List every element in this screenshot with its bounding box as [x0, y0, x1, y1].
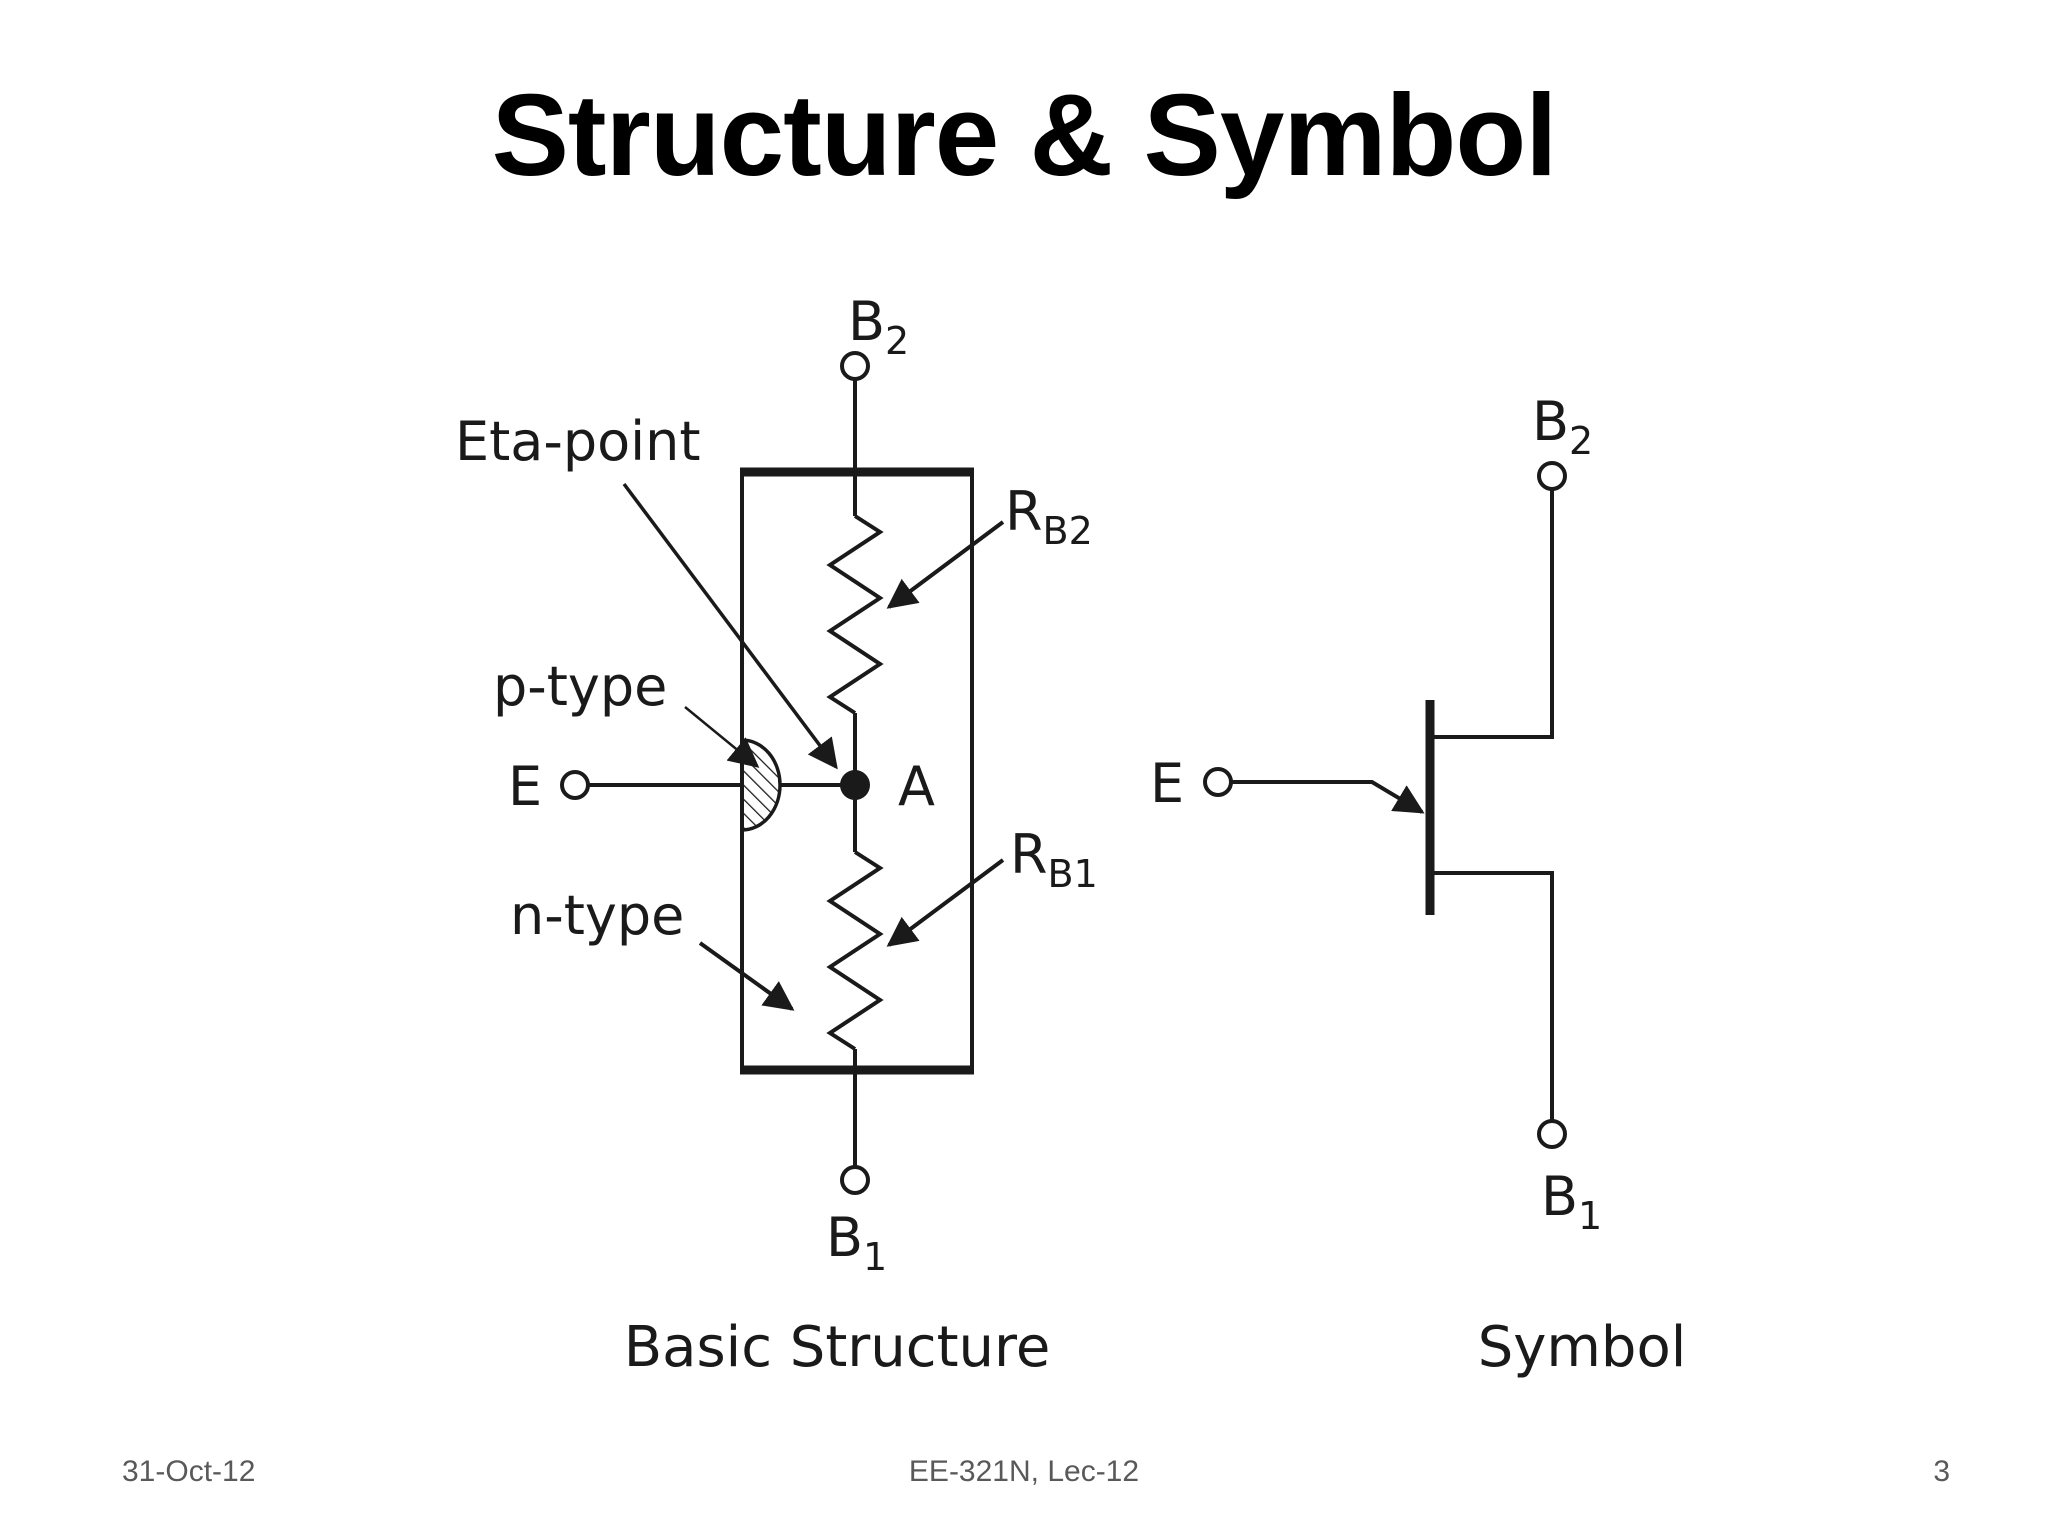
footer-course: EE-321N, Lec-12: [908, 1455, 1140, 1488]
point-a-label: A: [898, 755, 935, 818]
p-type-region: [740, 738, 782, 832]
ujt-symbol: [1203, 461, 1567, 1149]
eta-point-arrow: [622, 482, 838, 770]
symbol-b1-path: [1430, 871, 1554, 1120]
rb1-label: RB1: [1010, 823, 1098, 896]
b2-terminal[interactable]: [840, 351, 870, 381]
symbol-b1-terminal[interactable]: [1537, 1119, 1567, 1149]
p-type-arrow: [684, 706, 760, 768]
symbol-e-terminal[interactable]: [1203, 767, 1233, 797]
p-type-label: p-type: [493, 655, 667, 718]
structure-e-label: E: [508, 755, 542, 818]
rb2-arrow: [886, 520, 1005, 609]
symbol-caption: Symbol: [1478, 1315, 1687, 1380]
structure-b2-label: B2: [848, 290, 909, 363]
symbol-e-label: E: [1150, 752, 1184, 815]
basic-structure: [560, 351, 1005, 1195]
footer-page-number: 3: [1933, 1455, 1950, 1488]
footer-date: 31-Oct-12: [122, 1455, 256, 1488]
e-terminal[interactable]: [560, 770, 590, 800]
symbol-b1-label: B1: [1541, 1165, 1602, 1238]
structure-b1-label: B1: [826, 1206, 887, 1279]
symbol-b2-label: B2: [1532, 390, 1593, 463]
rb1-arrow: [886, 858, 1005, 947]
n-type-label: n-type: [510, 884, 684, 947]
rb2-resistor: [826, 514, 884, 715]
b1-terminal[interactable]: [840, 1165, 870, 1195]
rb1-resistor: [826, 850, 884, 1051]
slide-title: Structure & Symbol: [491, 70, 1558, 200]
eta-point-label: Eta-point: [455, 410, 701, 473]
structure-caption: Basic Structure: [624, 1315, 1051, 1380]
symbol-b2-terminal[interactable]: [1537, 461, 1567, 491]
n-type-arrow: [698, 941, 795, 1011]
symbol-b2-path: [1430, 490, 1554, 739]
rb2-label: RB2: [1005, 480, 1093, 553]
symbol-emitter-path: [1232, 780, 1425, 814]
